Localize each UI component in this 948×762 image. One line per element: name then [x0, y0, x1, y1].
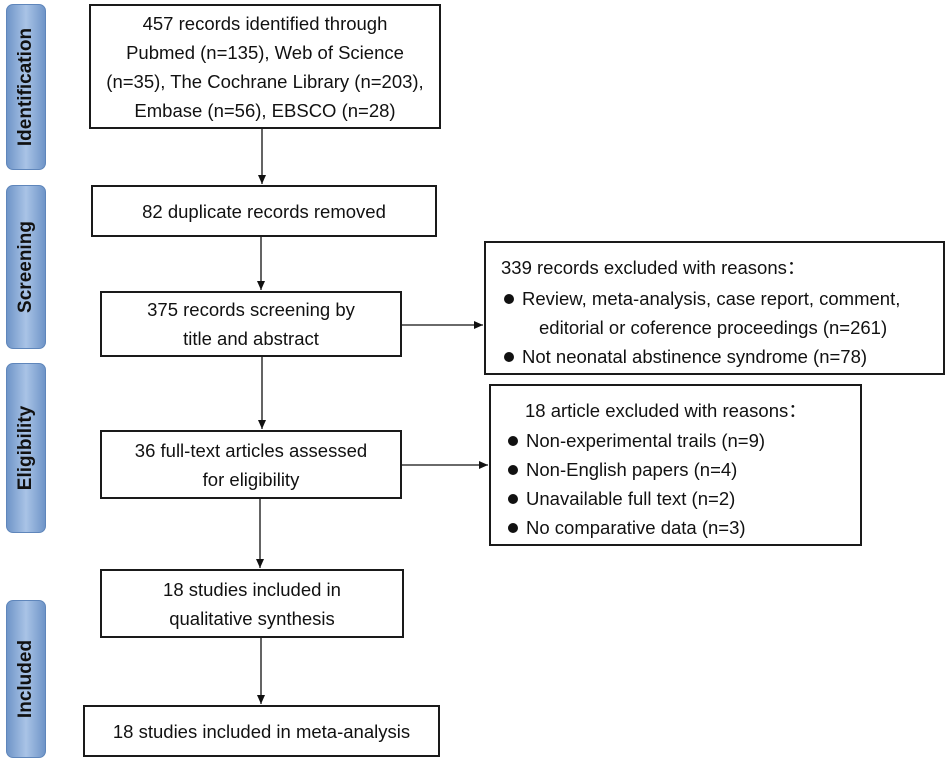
exclusion-reason-line: Non-English papers (n=4) [526, 459, 738, 480]
bullet-icon [508, 465, 518, 475]
duplicates-removed-text: 82 duplicate records removed [142, 200, 386, 222]
qualitative-synthesis-box: 18 studies included in qualitative synth… [100, 569, 404, 638]
qualitative-synthesis-line: 18 studies included in [163, 578, 341, 600]
exclusion-reason-line: Non-experimental trails (n=9) [526, 430, 766, 451]
fulltext-assessed-line: 36 full-text articles assessed [134, 439, 368, 461]
exclusion-reason-line: editorial or coference proceedings (n=26… [539, 317, 888, 338]
meta-analysis-box: 18 studies included in meta-analysis [83, 705, 440, 757]
duplicates-removed-box: 82 duplicate records removed [91, 185, 437, 237]
stage-identification: Identification [6, 4, 46, 170]
records-screening-line: 375 records screening by [147, 299, 355, 320]
records-identified-line: 457 records identified through [142, 12, 388, 34]
meta-analysis-text: 18 studies included in meta-analysis [112, 720, 411, 742]
stage-included: Included [6, 600, 46, 758]
screening-exclusion-box: 339 records excluded with reasons： Revie… [484, 241, 945, 375]
fulltext-assessed-box: 36 full-text articles assessed for eligi… [100, 430, 402, 499]
fulltext-assessed-line: for eligibility [202, 468, 300, 490]
eligibility-exclusion-box: 18 article excluded with reasons： Non-ex… [489, 384, 862, 546]
records-identified-line: Embase (n=56), EBSCO (n=28) [134, 99, 396, 121]
bullet-icon [508, 436, 518, 446]
exclusion-reason-line: No comparative data (n=3) [526, 517, 746, 538]
exclusion-reason-line: Not neonatal abstinence syndrome (n=78) [522, 346, 868, 367]
eligibility-exclusion-heading: 18 article excluded with reasons： [525, 400, 807, 421]
stage-eligibility: Eligibility [6, 363, 46, 533]
qualitative-synthesis-line: qualitative synthesis [169, 607, 335, 629]
records-screening-line: title and abstract [183, 328, 319, 349]
stage-screening: Screening [6, 185, 46, 349]
bullet-icon [508, 523, 518, 533]
bullet-icon [504, 352, 514, 362]
records-identified-line: (n=35), The Cochrane Library (n=203), [106, 70, 424, 92]
exclusion-reason-line: Review, meta-analysis, case report, comm… [522, 288, 901, 309]
bullet-icon [508, 494, 518, 504]
records-screening-box: 375 records screening by title and abstr… [100, 291, 402, 357]
records-identified-line: Pubmed (n=135), Web of Science [126, 41, 404, 63]
records-identified-box: 457 records identified through Pubmed (n… [89, 4, 441, 129]
bullet-icon [504, 294, 514, 304]
screening-exclusion-heading: 339 records excluded with reasons： [501, 257, 806, 278]
exclusion-reason-line: Unavailable full text (n=2) [526, 488, 736, 509]
